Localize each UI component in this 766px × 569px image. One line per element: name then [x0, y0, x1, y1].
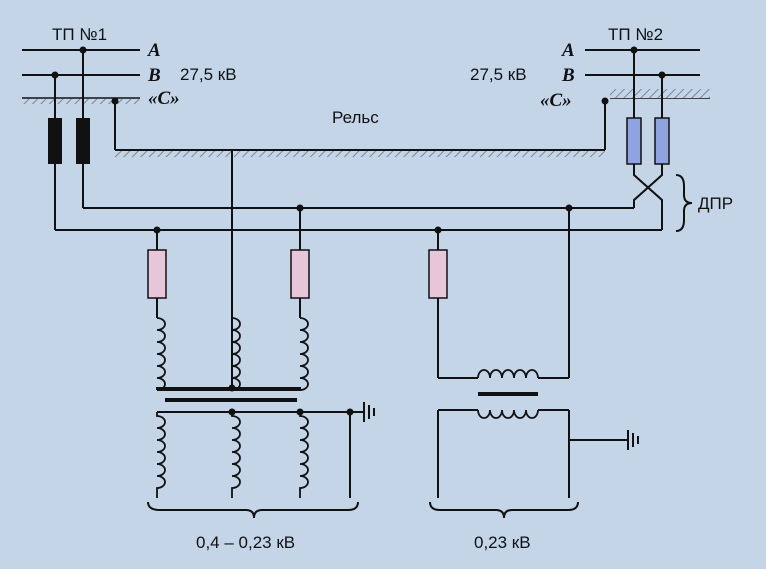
primary-coil-2: [231, 317, 241, 391]
substation-2-voltage: 27,5 кВ: [470, 65, 527, 84]
substation-1-title: ТП №1: [52, 25, 107, 44]
fuse-left-1: [147, 249, 167, 299]
phase-a-label-left: A: [147, 40, 161, 61]
phase-b-label-left: B: [147, 65, 161, 86]
secondary-coil-2: [231, 412, 241, 498]
junction-dot: [630, 46, 638, 54]
rail-label: Рельс: [332, 108, 379, 127]
output-brace-left: [147, 501, 359, 519]
dpr-label: ДПР: [698, 194, 733, 213]
output-brace-right: [429, 501, 579, 519]
junction-dot: [228, 384, 236, 392]
phase-c-label-right: «С»: [540, 90, 572, 111]
primary-coil-right: [477, 369, 539, 379]
junction-dot: [111, 97, 119, 105]
phase-b-label-right: B: [561, 65, 575, 86]
output-voltage-left: 0,4 – 0,23 кВ: [196, 533, 295, 552]
junction-dot: [601, 97, 609, 105]
insulator-right-1: [626, 117, 642, 165]
ground-hatch-right: [610, 89, 710, 98]
fuse-right: [428, 249, 448, 299]
junction-dot: [658, 71, 666, 79]
junction-dot: [51, 71, 59, 79]
rail-hatch: [115, 151, 605, 157]
dpr-brace: [675, 174, 693, 232]
substation-2: ТП №2 A B «С» 27,5 кВ: [470, 25, 710, 230]
substation-1-voltage: 27,5 кВ: [180, 65, 237, 84]
secondary-coil-1: [156, 412, 166, 498]
fuse-left-2: [290, 249, 310, 299]
junction-dot: [79, 46, 87, 54]
phase-c-label-left: «С»: [148, 88, 180, 109]
phase-a-label-right: A: [561, 40, 575, 61]
rail: Рельс: [111, 97, 609, 388]
dpr-lines: ДПР: [55, 174, 733, 234]
secondary-coil-3: [299, 412, 309, 498]
ground-icon: [569, 430, 639, 450]
substation-1: ТП №1 A B «С» 27,5 кВ: [22, 25, 237, 230]
primary-coil-1: [156, 317, 166, 391]
insulator-left-2: [76, 118, 90, 164]
output-voltage-right: 0,23 кВ: [474, 533, 531, 552]
substation-2-title: ТП №2: [608, 25, 663, 44]
ground-icon: [350, 402, 375, 422]
crossover-wire-2: [633, 164, 663, 208]
transformer-right: 0,23 кВ: [428, 208, 639, 552]
insulator-left-1: [48, 118, 62, 164]
secondary-coil-right: [477, 409, 539, 419]
insulator-right-2: [654, 117, 670, 165]
transformer-left: 0,4 – 0,23 кВ: [147, 208, 375, 552]
primary-coil-3: [299, 317, 309, 391]
ground-hatch-left: [22, 99, 140, 104]
